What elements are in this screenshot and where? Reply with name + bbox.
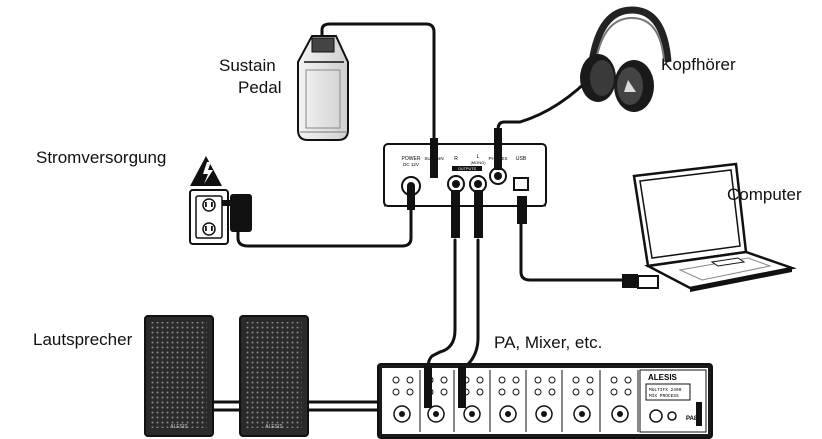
phones-plug [494, 128, 502, 170]
headphone-cable [496, 70, 598, 142]
power-jack-label: POWER [402, 156, 421, 162]
speaker-right: ALESIS [239, 315, 309, 437]
speaker-left-brand: ALESIS [170, 424, 188, 430]
usb-connector-icon [622, 274, 659, 289]
output-l-label: L [477, 154, 480, 160]
mixer-channel-strip [392, 370, 421, 432]
usb-label: USB [516, 156, 527, 162]
sustain-pedal [297, 35, 349, 141]
audio-cable-l [460, 238, 480, 372]
power-adapter-icon [222, 194, 252, 232]
power-cable [236, 206, 413, 248]
speaker-left: ALESIS [144, 315, 214, 437]
mixer-input-plug-2 [458, 366, 466, 408]
mixer-channel-strip [426, 370, 455, 432]
sustain-plug [430, 138, 438, 178]
output-l-plug [474, 190, 483, 238]
usb-cable [519, 220, 624, 282]
mixer-input-plug-1 [424, 366, 432, 408]
rear-panel: POWER DC 12V SUSTAIN R L (MONO) OUTPUTS … [383, 128, 547, 238]
wall-outlet-icon [189, 189, 229, 245]
sustain-cable [320, 22, 436, 142]
output-r-label: R [454, 156, 458, 162]
audio-cable-r [426, 238, 457, 370]
power-plug [407, 186, 415, 210]
outputs-header: OUTPUTS [458, 167, 477, 171]
pa-mixer: ALESIS MULTIFX 2400 MIX PROCESS PA8G [377, 363, 713, 439]
mixer-channel-strip [498, 370, 527, 432]
power-supply-label: Stromversorgung [36, 148, 167, 167]
sustain-pedal-label-line2: Pedal [238, 78, 282, 97]
speaker-right-brand: ALESIS [265, 424, 283, 430]
output-mono-label: (MONO) [470, 160, 486, 165]
mixer-brand: ALESIS [648, 373, 678, 382]
lightning-warning-icon [190, 156, 222, 186]
mixer-channel-strip [534, 370, 563, 432]
usb-plug [517, 196, 527, 224]
phones-jack [489, 167, 507, 185]
mixer-display-line2: MIX PROCESS [649, 393, 679, 399]
power-jack-sublabel: DC 12V [403, 162, 419, 167]
output-r-jack [447, 175, 465, 193]
usb-port [513, 177, 529, 191]
output-l-jack [469, 175, 487, 193]
computer-label: Computer [727, 185, 802, 204]
sustain-pedal-label-line1: Sustain [219, 56, 276, 75]
headphones-icon [580, 6, 672, 112]
speakers-label: Lautsprecher [33, 330, 133, 349]
pa-mixer-label: PA, Mixer, etc. [494, 333, 603, 352]
headphones-label: Kopfhörer [661, 55, 736, 74]
mixer-channel-strip [610, 370, 639, 432]
mixer-channel-strip [572, 370, 601, 432]
output-r-plug [451, 190, 460, 238]
laptop-icon [632, 162, 797, 292]
mixer-model: PA8G [686, 416, 702, 422]
mixer-display-line1: MULTIFX 2400 [649, 387, 682, 393]
